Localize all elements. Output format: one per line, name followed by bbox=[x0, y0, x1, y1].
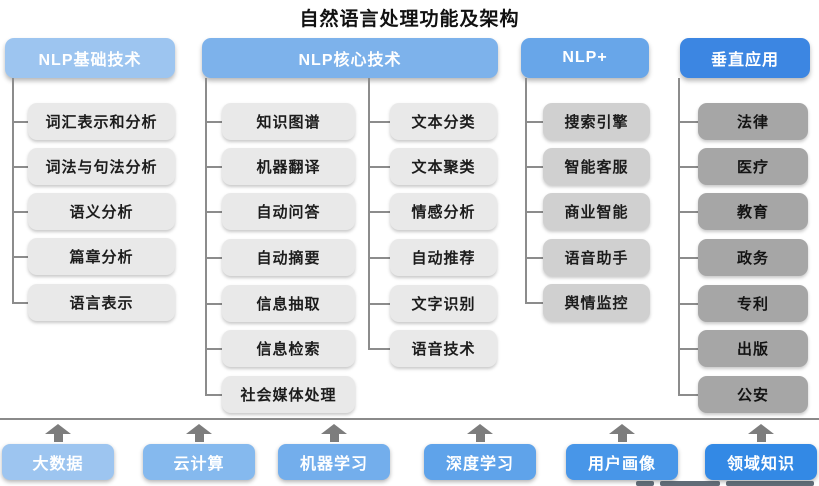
foundation-cloud-computing: 云计算 bbox=[143, 444, 255, 480]
connector-line bbox=[368, 303, 390, 305]
connector-line bbox=[205, 78, 207, 395]
connector-line bbox=[12, 121, 28, 123]
foundation-machine-learning: 机器学习 bbox=[278, 444, 390, 480]
node-public-security: 公安 bbox=[698, 376, 808, 413]
header-nlp-core: NLP核心技术 bbox=[202, 38, 498, 78]
connector-line bbox=[205, 303, 222, 305]
node-lexical-representation: 词汇表示和分析 bbox=[28, 103, 175, 140]
node-information-extraction: 信息抽取 bbox=[222, 285, 355, 322]
node-publishing: 出版 bbox=[698, 330, 808, 367]
node-patent: 专利 bbox=[698, 285, 808, 322]
node-education: 教育 bbox=[698, 193, 808, 230]
node-discourse-analysis: 篇章分析 bbox=[28, 238, 175, 275]
node-smart-customer-service: 智能客服 bbox=[543, 148, 650, 185]
separator-line bbox=[0, 418, 819, 420]
node-auto-recommendation: 自动推荐 bbox=[390, 239, 497, 276]
foundation-deep-learning: 深度学习 bbox=[424, 444, 536, 480]
connector-line bbox=[205, 166, 222, 168]
connector-line bbox=[205, 257, 222, 259]
foundation-big-data: 大数据 bbox=[2, 444, 114, 480]
connector-line bbox=[525, 302, 543, 304]
connector-line bbox=[525, 211, 543, 213]
node-legal: 法律 bbox=[698, 103, 808, 140]
node-machine-translation: 机器翻译 bbox=[222, 148, 355, 185]
up-arrow-icon bbox=[467, 424, 493, 442]
connector-line bbox=[368, 78, 370, 349]
node-question-answering: 自动问答 bbox=[222, 193, 355, 230]
connector-line bbox=[368, 257, 390, 259]
watermark-remnant bbox=[636, 481, 654, 486]
node-social-media-processing: 社会媒体处理 bbox=[222, 376, 355, 413]
connector-line bbox=[678, 211, 698, 213]
connector-line bbox=[368, 166, 390, 168]
node-text-clustering: 文本聚类 bbox=[390, 148, 497, 185]
connector-line bbox=[205, 348, 222, 350]
connector-line bbox=[678, 348, 698, 350]
node-semantic-analysis: 语义分析 bbox=[28, 193, 175, 230]
connector-line bbox=[525, 78, 527, 303]
node-sentiment-analysis: 情感分析 bbox=[390, 193, 497, 230]
connector-line bbox=[525, 257, 543, 259]
connector-line bbox=[12, 78, 14, 303]
connector-line bbox=[205, 121, 222, 123]
node-knowledge-graph: 知识图谱 bbox=[222, 103, 355, 140]
header-nlp-basic: NLP基础技术 bbox=[5, 38, 175, 78]
connector-line bbox=[12, 166, 28, 168]
connector-line bbox=[205, 211, 222, 213]
node-medical: 医疗 bbox=[698, 148, 808, 185]
up-arrow-icon bbox=[321, 424, 347, 442]
watermark-remnant bbox=[660, 481, 720, 486]
node-ocr: 文字识别 bbox=[390, 285, 497, 322]
connector-line bbox=[368, 211, 390, 213]
up-arrow-icon bbox=[609, 424, 635, 442]
connector-line bbox=[525, 166, 543, 168]
foundation-user-profile: 用户画像 bbox=[566, 444, 678, 480]
node-auto-summarization: 自动摘要 bbox=[222, 239, 355, 276]
connector-line bbox=[12, 211, 28, 213]
connector-line bbox=[678, 257, 698, 259]
up-arrow-icon bbox=[186, 424, 212, 442]
connector-line bbox=[678, 166, 698, 168]
up-arrow-icon bbox=[45, 424, 71, 442]
connector-line bbox=[678, 78, 680, 395]
connector-line bbox=[678, 303, 698, 305]
connector-line bbox=[12, 302, 28, 304]
connector-line bbox=[205, 394, 222, 396]
header-vertical-apps: 垂直应用 bbox=[680, 38, 810, 78]
node-speech-technology: 语音技术 bbox=[390, 330, 497, 367]
connector-line bbox=[678, 394, 698, 396]
connector-line bbox=[368, 348, 390, 350]
node-information-retrieval: 信息检索 bbox=[222, 330, 355, 367]
node-morph-syntax-analysis: 词法与句法分析 bbox=[28, 148, 175, 185]
connector-line bbox=[12, 256, 28, 258]
watermark-remnant bbox=[726, 481, 814, 486]
header-nlp-plus: NLP+ bbox=[521, 38, 649, 78]
page-title: 自然语言处理功能及架构 bbox=[299, 9, 520, 30]
node-opinion-monitoring: 舆情监控 bbox=[543, 284, 650, 321]
foundation-domain-knowledge: 领域知识 bbox=[705, 444, 817, 480]
node-business-intelligence: 商业智能 bbox=[543, 193, 650, 230]
node-voice-assistant: 语音助手 bbox=[543, 239, 650, 276]
connector-line bbox=[678, 121, 698, 123]
up-arrow-icon bbox=[748, 424, 774, 442]
node-government: 政务 bbox=[698, 239, 808, 276]
node-search-engine: 搜索引擎 bbox=[543, 103, 650, 140]
connector-line bbox=[368, 121, 390, 123]
node-language-representation: 语言表示 bbox=[28, 284, 175, 321]
node-text-classification: 文本分类 bbox=[390, 103, 497, 140]
connector-line bbox=[525, 121, 543, 123]
